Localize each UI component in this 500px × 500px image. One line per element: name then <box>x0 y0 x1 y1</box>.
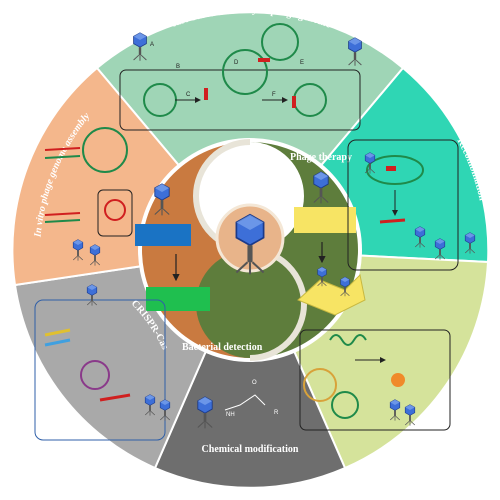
label-bacterial-detection: Bacterial detection <box>182 342 263 353</box>
yeast-box <box>119 69 361 131</box>
dna-circle-icon <box>261 23 299 61</box>
chem-r: R <box>274 410 279 416</box>
dna-circle-icon <box>222 49 268 95</box>
chem-o: O <box>252 380 257 386</box>
step-letter: F <box>272 92 276 98</box>
recombination-content <box>347 139 476 271</box>
bacterium-icon <box>366 155 424 185</box>
dna-circle-icon <box>82 127 128 173</box>
dna-circle-icon <box>303 368 337 402</box>
sector-chemical <box>153 247 347 489</box>
label-chemical-modification: Chemical modification <box>202 444 299 455</box>
rebooting-box <box>299 329 451 431</box>
center-yin-yang <box>135 139 366 361</box>
sector-yeast <box>95 11 405 252</box>
blue-box <box>135 224 191 246</box>
step-letter: E <box>300 60 304 66</box>
yellow-box <box>294 207 356 233</box>
step-letter: B <box>176 64 180 70</box>
chemical-content: NH O R <box>197 380 279 429</box>
step-letter: D <box>234 60 239 66</box>
recombination-box <box>347 139 459 271</box>
lysed-bacteria-icon <box>297 273 366 316</box>
ribosome-icon <box>391 373 405 387</box>
crispr-content <box>34 284 171 441</box>
dna-circle-icon <box>331 391 359 419</box>
rebooting-content <box>299 329 451 431</box>
dna-circle-icon <box>80 360 110 390</box>
step-letter: A <box>150 42 154 48</box>
green-box <box>146 287 210 311</box>
invitro-content <box>44 127 133 266</box>
yeast-sector-content: A B C D E F <box>119 23 362 131</box>
chem-nh: NH <box>226 412 235 418</box>
step-letter: C <box>186 92 191 98</box>
label-phage-therapy: Phage therapy <box>290 152 352 163</box>
crispr-box <box>34 299 166 441</box>
